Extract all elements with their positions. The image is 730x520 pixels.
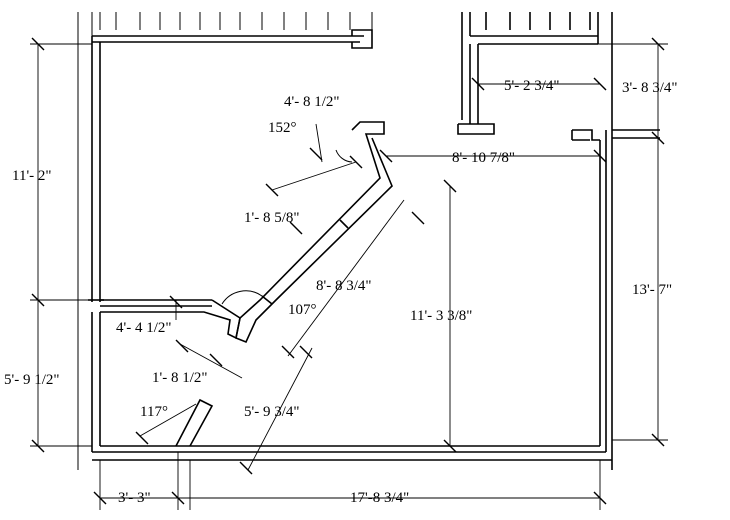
dimension-lines bbox=[30, 43, 668, 510]
right-wall bbox=[571, 129, 660, 470]
stub-wall bbox=[175, 398, 214, 447]
left-partition bbox=[100, 299, 241, 340]
dim-top-wall-left: 11'- 2" bbox=[12, 168, 52, 184]
hatch-top-left bbox=[77, 12, 373, 470]
left-wall bbox=[88, 36, 104, 452]
dim-diagonal-lower: 5'- 9 3/4" bbox=[244, 404, 300, 420]
angle-arc-top bbox=[335, 149, 353, 163]
dim-short-lower: 1'- 8 1/2" bbox=[152, 370, 208, 386]
dim-bottom-left: 3'- 3" bbox=[118, 490, 151, 506]
dim-angled-top: 4'- 8 1/2" bbox=[284, 94, 340, 110]
dim-angle-mid: 107° bbox=[288, 302, 317, 318]
tick-marks bbox=[31, 37, 665, 505]
dim-angle-low: 117° bbox=[140, 404, 168, 420]
dim-left-segment: 4'- 4 1/2" bbox=[116, 320, 172, 336]
dim-angle-top: 152° bbox=[268, 120, 297, 136]
dim-opening: 8'- 10 7/8" bbox=[452, 150, 515, 166]
dim-short-segment: 1'- 8 5/8" bbox=[244, 210, 300, 226]
door-arc bbox=[221, 290, 263, 305]
dim-lower-left: 5'- 9 1/2" bbox=[4, 372, 60, 388]
closet bbox=[457, 12, 613, 135]
dim-diagonal-long: 8'- 8 3/4" bbox=[316, 278, 372, 294]
dim-closet-width: 5'- 2 3/4" bbox=[504, 78, 560, 94]
dim-inner-height: 11'- 3 3/8" bbox=[410, 308, 472, 324]
dim-closet-depth: 3'- 8 3/4" bbox=[622, 80, 678, 96]
top-wall bbox=[92, 29, 373, 49]
bottom-wall bbox=[92, 445, 612, 461]
angled-partition bbox=[235, 121, 393, 344]
dim-bottom-main: 17'-8 3/4" bbox=[350, 490, 409, 506]
dim-right-main: 13'- 7" bbox=[632, 282, 672, 298]
